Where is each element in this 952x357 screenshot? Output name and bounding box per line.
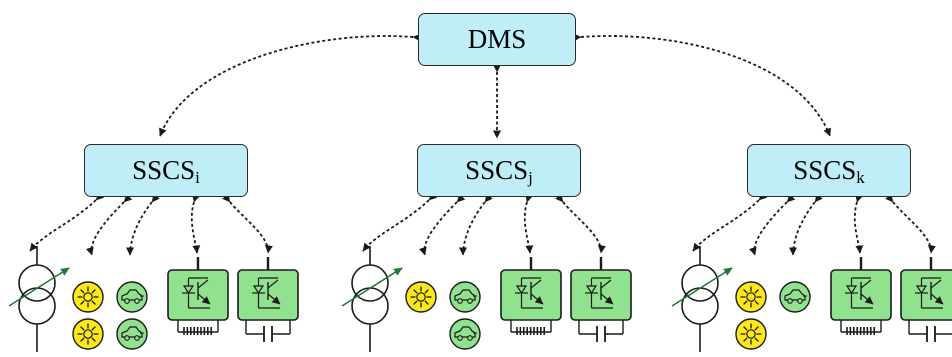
sun-icon	[735, 281, 767, 313]
devices-sscs-j-link-pv	[418, 193, 466, 256]
battery-icon	[900, 257, 952, 342]
sscs-i-subscript: i	[195, 168, 200, 187]
converter-icon	[500, 257, 562, 335]
converter-icon	[830, 257, 892, 335]
devices-sscs-j	[341, 246, 632, 352]
transformer-source-icon	[8, 246, 70, 352]
devices-sscs-i-link-storage	[190, 193, 201, 254]
converter-icon	[167, 257, 229, 335]
sscs-k-label: SSCS	[793, 155, 857, 185]
devices-sscs-k-link-ev	[789, 193, 823, 256]
sscs-j-label: SSCS	[465, 155, 529, 185]
link-dms-sscs-i	[159, 33, 421, 137]
sscs-i-node[interactable]: SSCSi	[84, 144, 248, 197]
sun-icon	[72, 281, 104, 313]
sscs-j-node[interactable]: SSCSj	[417, 144, 581, 197]
devices-sscs-j-link-storage	[523, 193, 534, 254]
devices-sscs-k-link-battery	[885, 193, 936, 254]
devices-sscs-i-link-battery	[222, 193, 273, 254]
dms-label: DMS	[467, 24, 527, 54]
sscs-j-subscript: j	[528, 168, 533, 187]
car-icon	[449, 281, 481, 313]
devices-sscs-i-link-pv	[85, 193, 133, 256]
devices-sscs-i-link-ev	[126, 193, 160, 256]
battery-icon	[570, 257, 632, 342]
devices-sscs-k-link-storage	[853, 193, 864, 254]
connections-layer	[29, 33, 936, 256]
car-icon	[116, 318, 148, 350]
devices-sscs-k-link-source	[692, 191, 768, 252]
link-dms-sscs-k	[573, 33, 831, 137]
devices-sscs-i	[8, 246, 299, 352]
sun-icon	[72, 318, 104, 350]
devices-sscs-i-link-source	[29, 191, 105, 252]
devices-sscs-k-link-pv	[748, 193, 796, 256]
devices-sscs-j-link-source	[362, 191, 438, 252]
devices-layer	[8, 246, 952, 352]
sscs-i-label: SSCS	[132, 155, 196, 185]
car-icon	[116, 281, 148, 313]
dms-node[interactable]: DMS	[418, 13, 576, 66]
sun-icon	[735, 318, 767, 350]
battery-icon	[237, 257, 299, 342]
car-icon	[449, 318, 481, 350]
car-icon	[779, 281, 811, 313]
sscs-k-subscript: k	[856, 168, 865, 187]
transformer-source-icon	[341, 246, 403, 352]
transformer-source-icon	[671, 246, 733, 352]
devices-sscs-k	[671, 246, 952, 352]
sscs-k-node[interactable]: SSCSk	[747, 144, 911, 197]
devices-sscs-j-link-battery	[555, 193, 606, 254]
sun-icon	[405, 281, 437, 313]
devices-sscs-j-link-ev	[459, 193, 493, 256]
